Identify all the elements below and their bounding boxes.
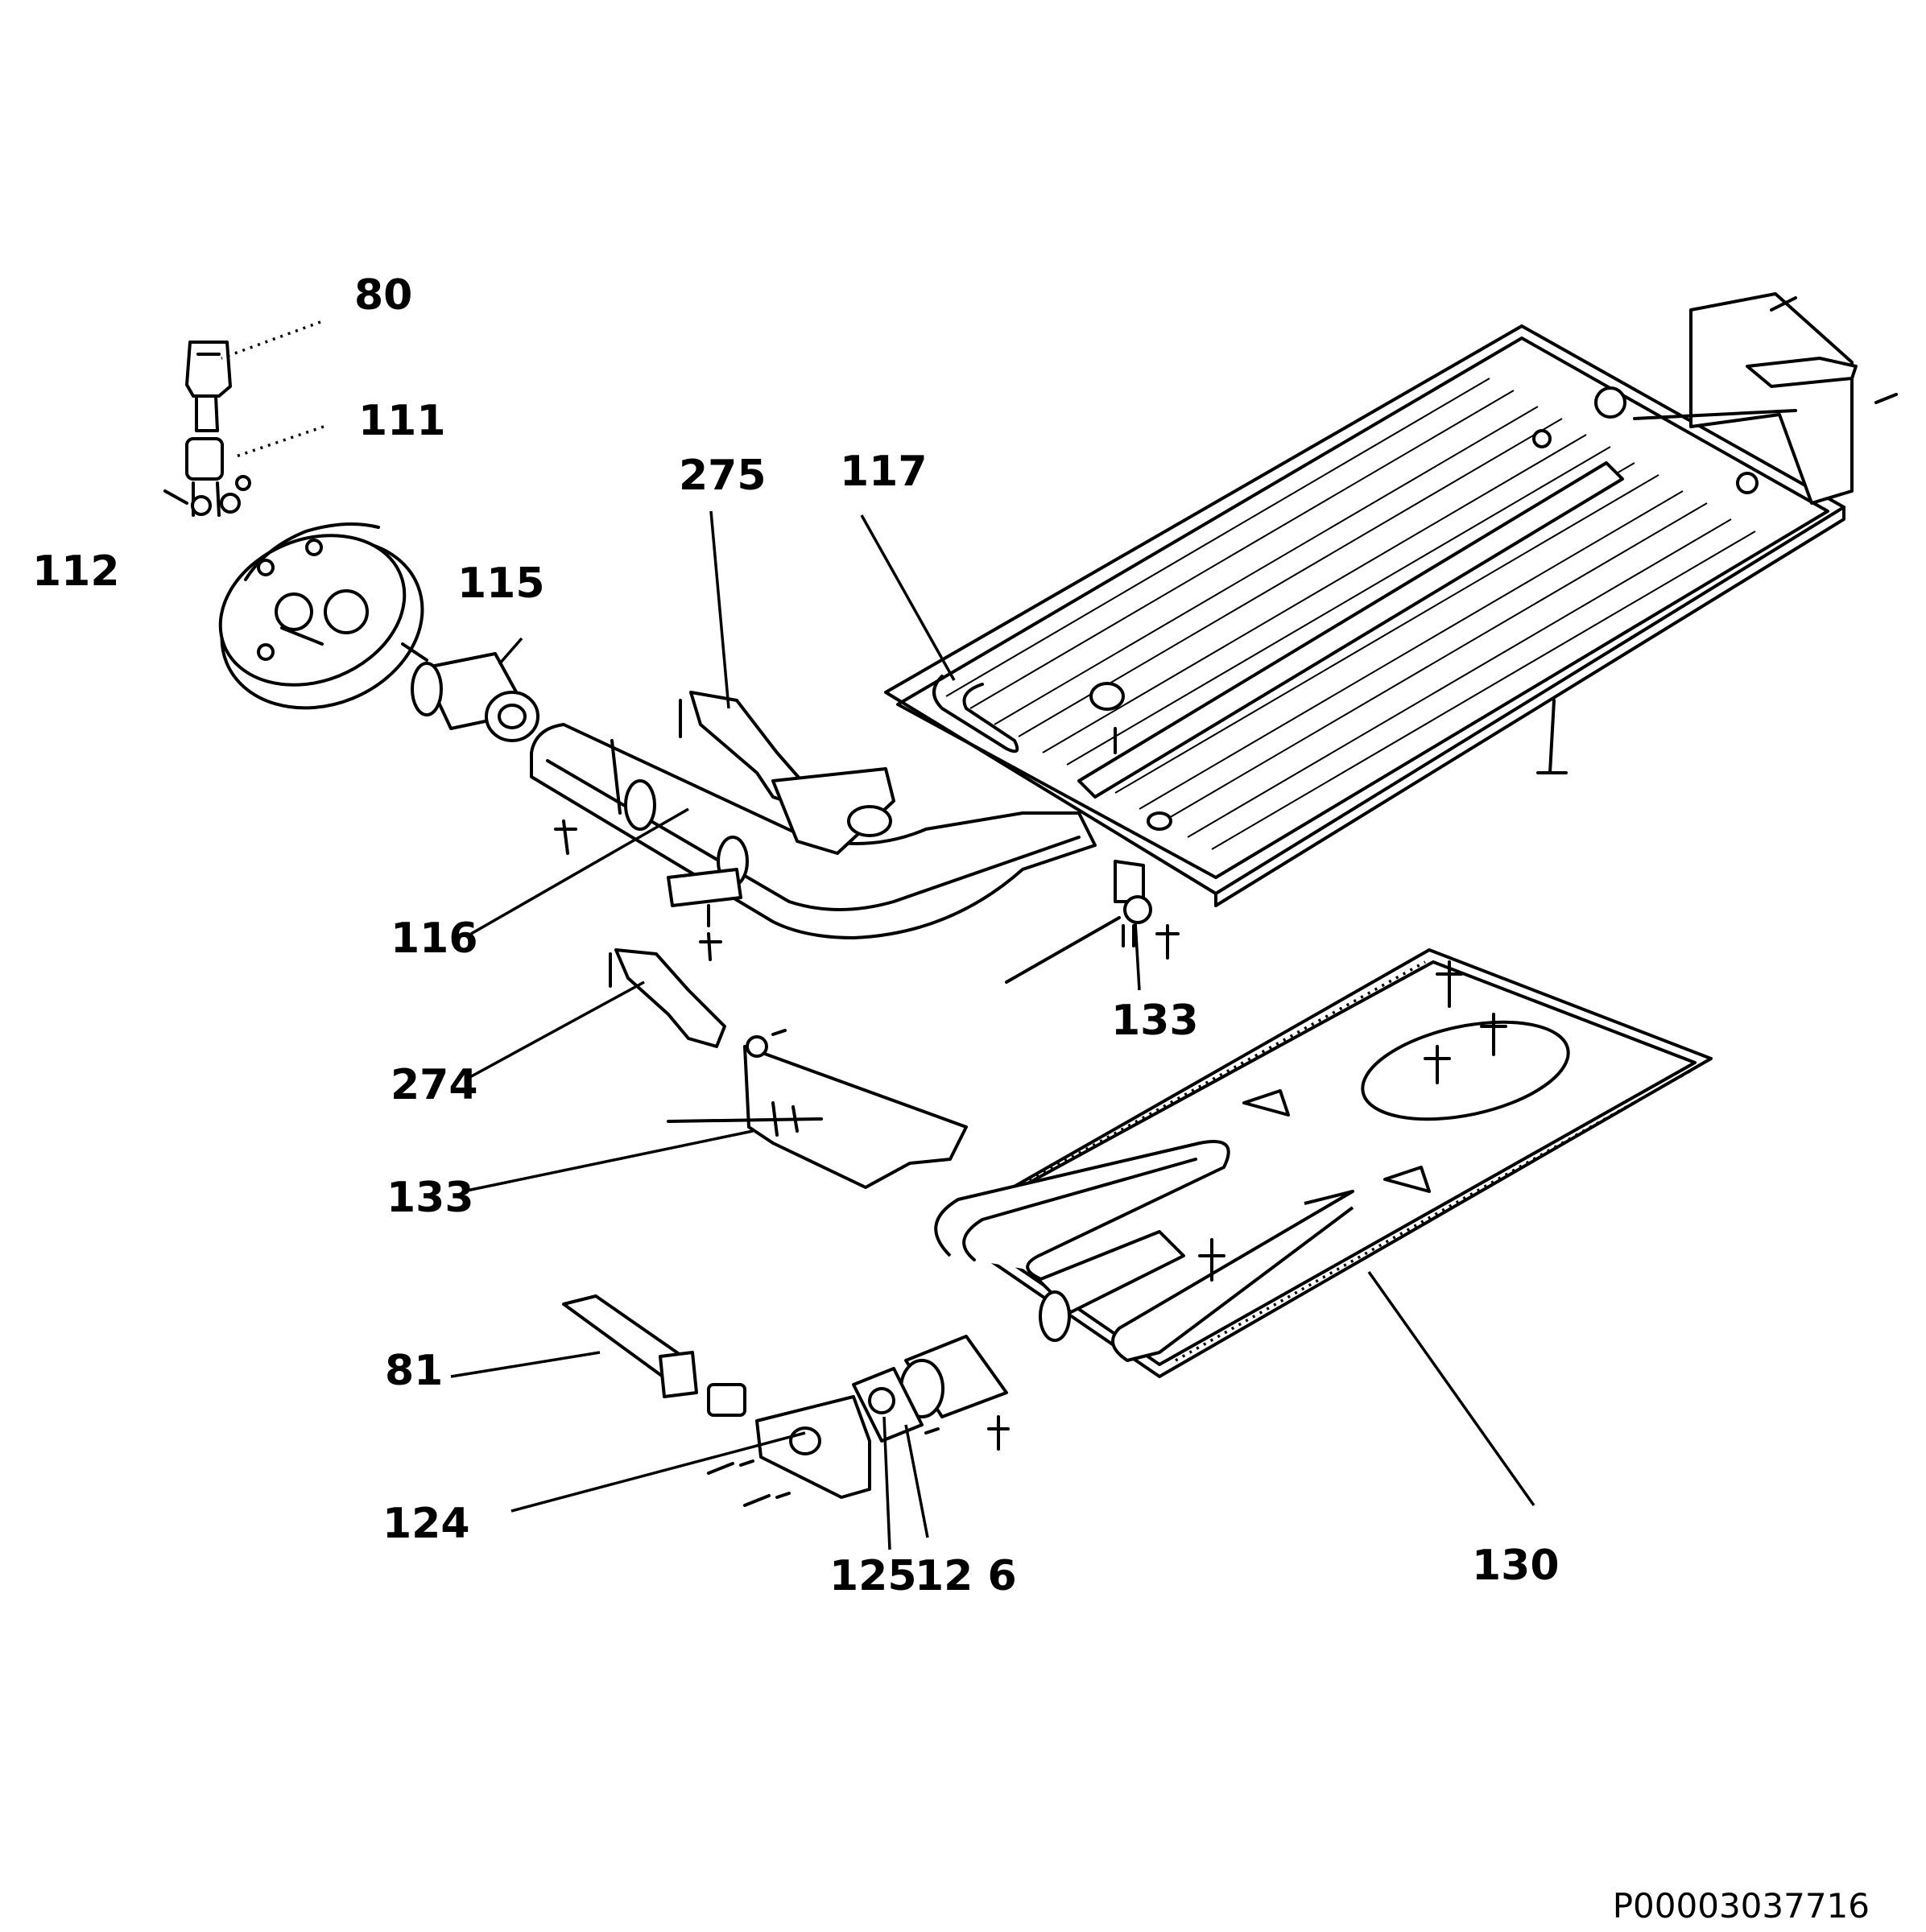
part-133-lower-clip xyxy=(667,1101,823,1137)
leader-130 xyxy=(1367,1270,1535,1507)
callout-115: 115 xyxy=(457,559,545,608)
leader-117 xyxy=(860,514,956,681)
part-274-electrode-bracket xyxy=(609,948,968,1189)
leader-lines xyxy=(221,320,1535,1550)
callout-117: 117 xyxy=(840,448,928,496)
part-111-fitting xyxy=(163,437,251,517)
part-130-lower-burner-tray xyxy=(899,948,1713,1451)
part-112-gas-valve xyxy=(218,522,424,710)
callout-124: 124 xyxy=(382,1500,470,1548)
leader-133-upper xyxy=(1134,921,1141,991)
callout-125: 125 xyxy=(829,1552,917,1600)
callout-112: 112 xyxy=(32,547,120,596)
part-115-venturi-tube xyxy=(401,642,539,742)
leader-116 xyxy=(470,807,689,935)
leader-124 xyxy=(510,1431,806,1513)
callout-130: 130 xyxy=(1472,1542,1560,1590)
part-117-upper-burner-tray xyxy=(884,292,1898,907)
callout-274: 274 xyxy=(391,1061,478,1109)
callout-labels: 80 111 112 115 275 117 116 133 274 133 8… xyxy=(32,271,1560,1600)
figure-id: P00003037716 xyxy=(1613,1886,1870,1926)
leader-111 xyxy=(233,425,324,459)
leader-275 xyxy=(709,510,730,709)
callout-133-lower: 133 xyxy=(386,1174,474,1222)
leader-125 xyxy=(882,1416,891,1550)
leader-80 xyxy=(221,320,321,360)
leader-81 xyxy=(450,1351,601,1378)
callout-275: 275 xyxy=(679,452,767,500)
part-80-valve-stem xyxy=(185,341,232,432)
part-133-upper-clip xyxy=(1005,860,1180,984)
part-116-burner-tube xyxy=(530,723,1097,961)
callout-81: 81 xyxy=(385,1347,443,1395)
callout-111: 111 xyxy=(358,397,446,445)
part-125-126-orifice-shutter xyxy=(852,1367,940,1443)
part-81-gas-tube xyxy=(562,1294,746,1417)
callout-126: 12 6 xyxy=(915,1552,1017,1600)
leader-133-lower xyxy=(462,1129,754,1193)
callout-116: 116 xyxy=(391,914,478,963)
callout-80: 80 xyxy=(354,271,412,320)
callout-133-upper: 133 xyxy=(1111,997,1199,1045)
leader-274 xyxy=(466,980,645,1080)
leader-126 xyxy=(904,1424,929,1538)
part-275-electrode-bracket xyxy=(679,691,895,855)
leader-115 xyxy=(498,637,523,666)
part-124-orifice-bracket xyxy=(707,1395,871,1507)
